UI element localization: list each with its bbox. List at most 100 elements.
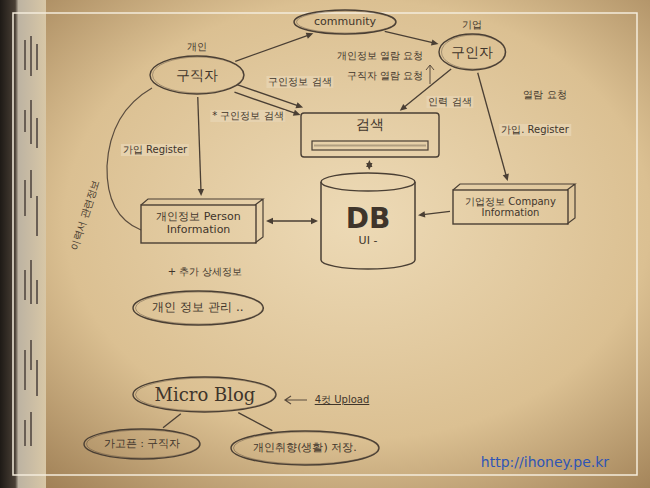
- leader-curve: [107, 88, 152, 230]
- node-text: 개인정보 Person Information: [148, 211, 250, 236]
- cylinder-body: [321, 182, 415, 269]
- node-body: 개인취향(생활) 저장.: [230, 430, 380, 466]
- note-label: 개인정보 열람 요청: [335, 50, 425, 62]
- connector-line: [235, 35, 308, 61]
- connector-line: [238, 413, 272, 431]
- node-text: DB: [346, 203, 391, 235]
- node-body: Micro Blog: [132, 376, 277, 413]
- oval-sketch: [441, 35, 505, 69]
- node-text: 검색: [356, 116, 384, 132]
- node-text: community: [314, 16, 376, 29]
- box-front: [453, 190, 568, 224]
- cylinder-cap: [321, 173, 415, 191]
- oval-outline: [133, 291, 263, 325]
- node-body: 가고픈 : 구직자: [83, 428, 201, 460]
- oval-sketch: [234, 432, 379, 464]
- search-input-shade: [314, 145, 426, 147]
- oval-outline: [294, 10, 396, 34]
- box-front: [141, 205, 256, 243]
- connector: [366, 160, 372, 170]
- arrow-head: [418, 211, 425, 217]
- node-body: DBUI -: [320, 172, 416, 270]
- note-label: 4컷 Upload: [313, 394, 372, 406]
- node-body: 구인자: [438, 33, 507, 71]
- box-depth: [141, 199, 263, 243]
- oval-outline: [231, 431, 379, 465]
- arrow-head: [311, 218, 318, 224]
- oval-sketch: [153, 57, 244, 93]
- connector: [418, 211, 450, 217]
- node-body: community: [293, 9, 397, 35]
- box-outline: [301, 113, 439, 157]
- edge-label: * 구인정보 검색: [210, 110, 285, 122]
- oval-node: 개인 정보 관리 ..: [132, 290, 264, 326]
- connector: [198, 97, 204, 196]
- node-text: 구직자: [176, 67, 218, 83]
- arrow-head: [366, 160, 372, 167]
- spine-print: [24, 36, 38, 446]
- connector-line: [385, 31, 434, 43]
- oval-outline: [150, 56, 244, 94]
- arrow-head: [295, 102, 303, 108]
- process-box: 기업정보 Company Information: [452, 183, 576, 225]
- note-label: 열람 요청: [521, 89, 568, 101]
- watermark: http://ihoney.pe.kr: [479, 454, 611, 471]
- node-text: 가고픈 : 구직자: [104, 438, 181, 451]
- box-depth: [453, 184, 575, 224]
- node-body: 검색: [300, 112, 440, 158]
- connector-line: [163, 414, 181, 428]
- request-arrow: [426, 65, 434, 84]
- connector: [266, 218, 318, 224]
- oval-sketch: [136, 378, 276, 411]
- book-spine: [0, 0, 46, 488]
- node-body: 구직자: [149, 55, 245, 95]
- node-text: 기업정보 Company Information: [460, 196, 562, 219]
- arrow-head: [266, 218, 273, 224]
- oval-sketch: [87, 430, 200, 458]
- arrow-head: [198, 189, 204, 196]
- note-label: + 추가 상세정보: [166, 266, 245, 278]
- process-box: 검색: [300, 112, 440, 158]
- edge-label: 구인정보 검색: [266, 76, 333, 88]
- arrow-head: [431, 39, 439, 45]
- oval-node: 구인자기업: [438, 33, 507, 71]
- oval-node: 개인취향(생활) 저장.: [230, 430, 380, 466]
- oval-sketch: [297, 11, 396, 33]
- node-heading: 개인: [187, 41, 207, 53]
- oval-outline: [439, 34, 506, 70]
- connector: [385, 31, 439, 45]
- arrow-head: [400, 104, 407, 111]
- connector: [238, 413, 272, 431]
- photo-frame: [13, 13, 637, 475]
- search-input: [312, 141, 428, 150]
- node-body: 기업정보 Company Information: [452, 183, 576, 225]
- arrow-head: [293, 110, 301, 116]
- node-text: Micro Blog: [155, 385, 256, 406]
- edge-label: 인력 검색: [426, 96, 473, 108]
- node-text: 개인 정보 관리 ..: [152, 301, 243, 315]
- connector-line: [271, 220, 313, 221]
- edge-label: 가입 Register: [121, 144, 189, 156]
- node-heading: 기업: [462, 19, 482, 31]
- oval-sketch: [135, 292, 262, 324]
- connector: [235, 33, 313, 62]
- connector: [163, 414, 181, 428]
- node-text: 구인자: [451, 44, 493, 60]
- edge-label: 가입. Register: [499, 124, 571, 136]
- process-box: 개인정보 Person Information: [140, 198, 264, 244]
- oval-node: Micro Blog: [132, 376, 277, 413]
- node-body: 개인 정보 관리 ..: [132, 290, 264, 326]
- node-text: UI -: [359, 235, 378, 248]
- arrow-head: [306, 33, 314, 39]
- connector-line: [423, 211, 450, 214]
- note-label: 구직자 열람 요청: [345, 70, 425, 82]
- oval-outline: [133, 377, 276, 412]
- database-cylinder: DBUI -: [320, 172, 416, 270]
- oval-node: 가고픈 : 구직자: [83, 428, 201, 460]
- connector-line: [198, 97, 201, 191]
- arrow-head: [503, 173, 509, 181]
- oval-outline: [84, 429, 200, 459]
- oval-node: 구직자개인: [149, 55, 245, 95]
